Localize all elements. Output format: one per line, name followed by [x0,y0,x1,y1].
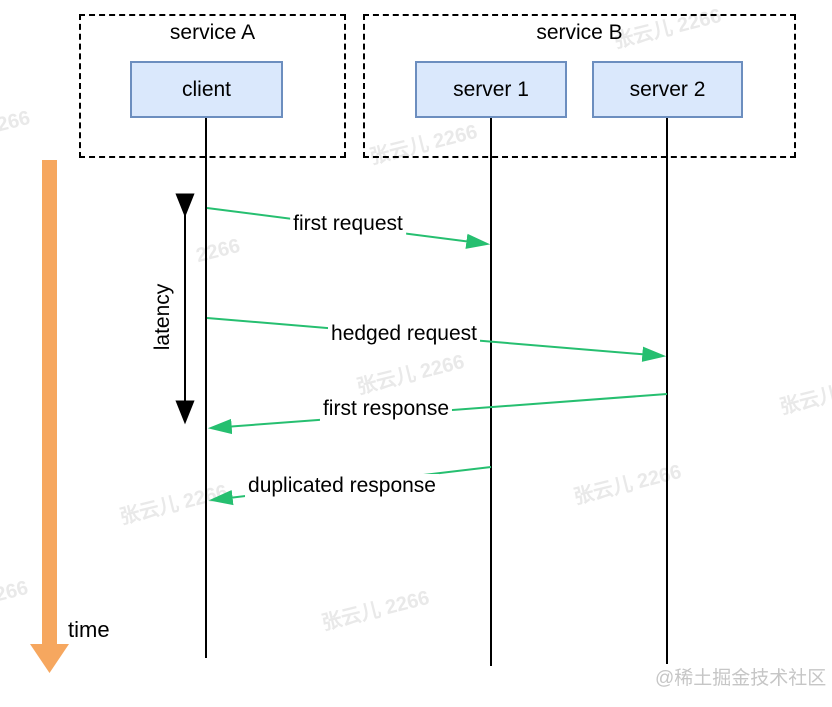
message-label-first-response: first response [319,397,453,421]
footer-credit: @稀土掘金技术社区 [655,668,827,689]
latency-label: latency [151,283,174,351]
actor-box-server1: server 1 [415,61,567,118]
actor-label-server1: server 1 [453,77,529,101]
message-label-first-request: first request [290,212,406,236]
message-label-duplicated-response: duplicated response [245,474,439,498]
actor-box-client: client [130,61,283,118]
group-label-service-a: service A [169,21,256,44]
actor-label-server2: server 2 [629,77,706,101]
group-label-service-b: service B [536,21,623,44]
actor-label-client: client [181,77,232,101]
time-arrow-head [30,644,69,673]
group-box-service-a: service A [79,14,346,158]
time-label: time [68,617,110,642]
message-label-hedged-request: hedged request [328,322,480,346]
actor-box-server2: server 2 [592,61,743,118]
group-box-service-b: service B [363,14,796,158]
